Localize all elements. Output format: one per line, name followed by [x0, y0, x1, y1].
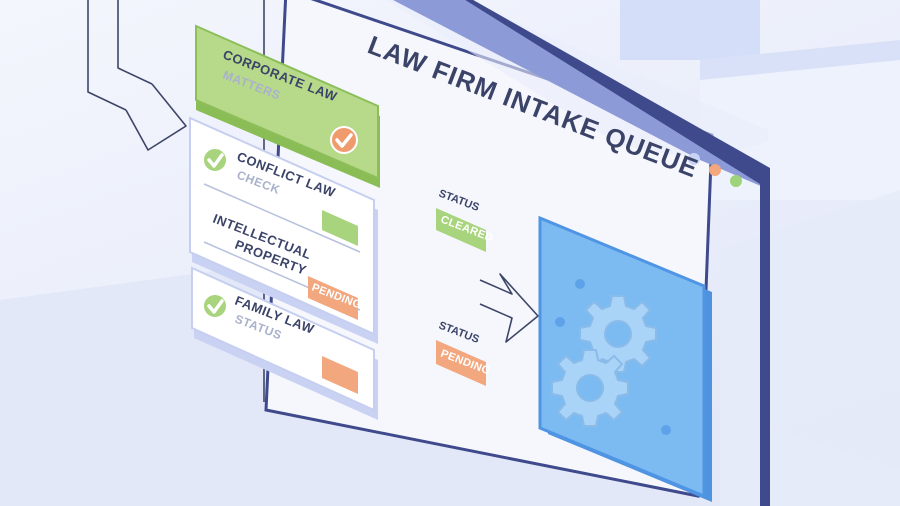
window-titlebar [393, 0, 770, 190]
status-swatch-orange [322, 356, 358, 394]
window-control-1[interactable] [688, 153, 700, 165]
ip-pending-badge[interactable] [308, 276, 358, 320]
queue-card-conflict-ip[interactable]: CONFLICT LAW CHECK INTELLECTUAL PROPERTY… [189, 116, 378, 344]
status-swatch-green [322, 210, 358, 246]
processing-panel [538, 215, 712, 502]
status-cleared-badge[interactable] [436, 208, 486, 252]
arrow-right-icon-2 [479, 273, 539, 343]
gear-icon [551, 349, 629, 427]
gear-icon [579, 295, 657, 373]
window-control-2[interactable] [709, 164, 721, 176]
window-right-edge [465, 0, 770, 506]
check-circle-icon [330, 126, 358, 154]
arrow-right-icon-1 [125, 83, 187, 151]
card-divider [203, 183, 361, 253]
check-circle-icon [202, 147, 228, 173]
check-circle-icon [202, 293, 228, 319]
window-control-3[interactable] [730, 175, 742, 187]
status-pending-badge[interactable] [436, 340, 486, 386]
